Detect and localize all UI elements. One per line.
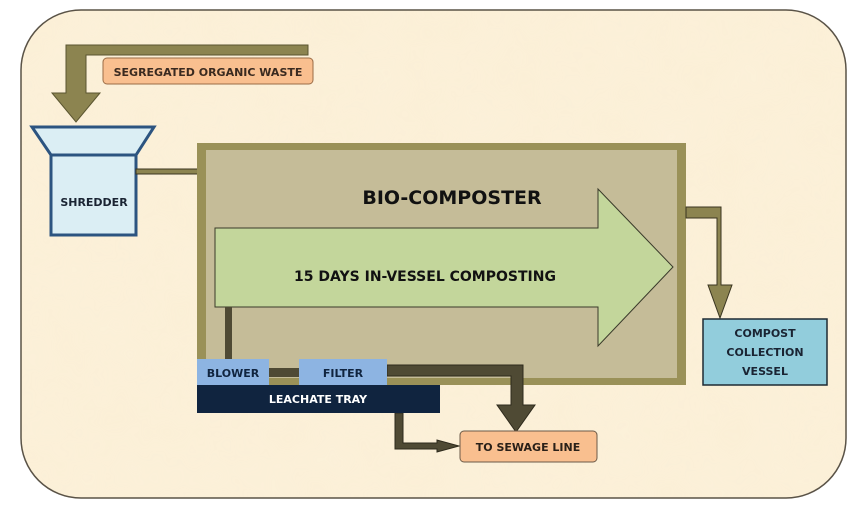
input-label: SEGREGATED ORGANIC WASTE [114,66,303,79]
input-arrow [50,44,309,123]
vessel-label-line-3: VESSEL [742,365,788,378]
filter-label: FILTER [323,367,364,380]
shredder: SHREDDER [29,125,157,237]
filter: FILTER [299,359,387,385]
leachate-label: LEACHATE TRAY [269,393,368,406]
shredder-label: SHREDDER [60,196,128,209]
blower-to-filter-pipe [269,368,300,377]
sewage-label: TO SEWAGE LINE [476,441,580,454]
sewage-line-box: TO SEWAGE LINE [459,430,598,463]
vessel-label-line-1: COMPOST [734,327,796,340]
input-label-box: SEGREGATED ORGANIC WASTE [102,57,314,85]
compost-collection-vessel: COMPOST COLLECTION VESSEL [702,318,828,386]
composter-to-vessel-arrow [685,206,733,320]
process-arrow: 15 DAYS IN-VESSEL COMPOSTING [214,187,674,348]
composter-to-blower-pipe [225,307,232,359]
vessel-label-line-2: COLLECTION [726,346,803,359]
composter-title: BIO-COMPOSTER [362,187,542,209]
blower-label: BLOWER [207,367,260,380]
filter-to-sewage-arrow [386,364,536,433]
process-label: 15 DAYS IN-VESSEL COMPOSTING [294,269,556,285]
blower: BLOWER [197,359,269,385]
leachate-to-sewage-arrow [394,412,461,453]
leachate-tray: LEACHATE TRAY [197,385,440,413]
